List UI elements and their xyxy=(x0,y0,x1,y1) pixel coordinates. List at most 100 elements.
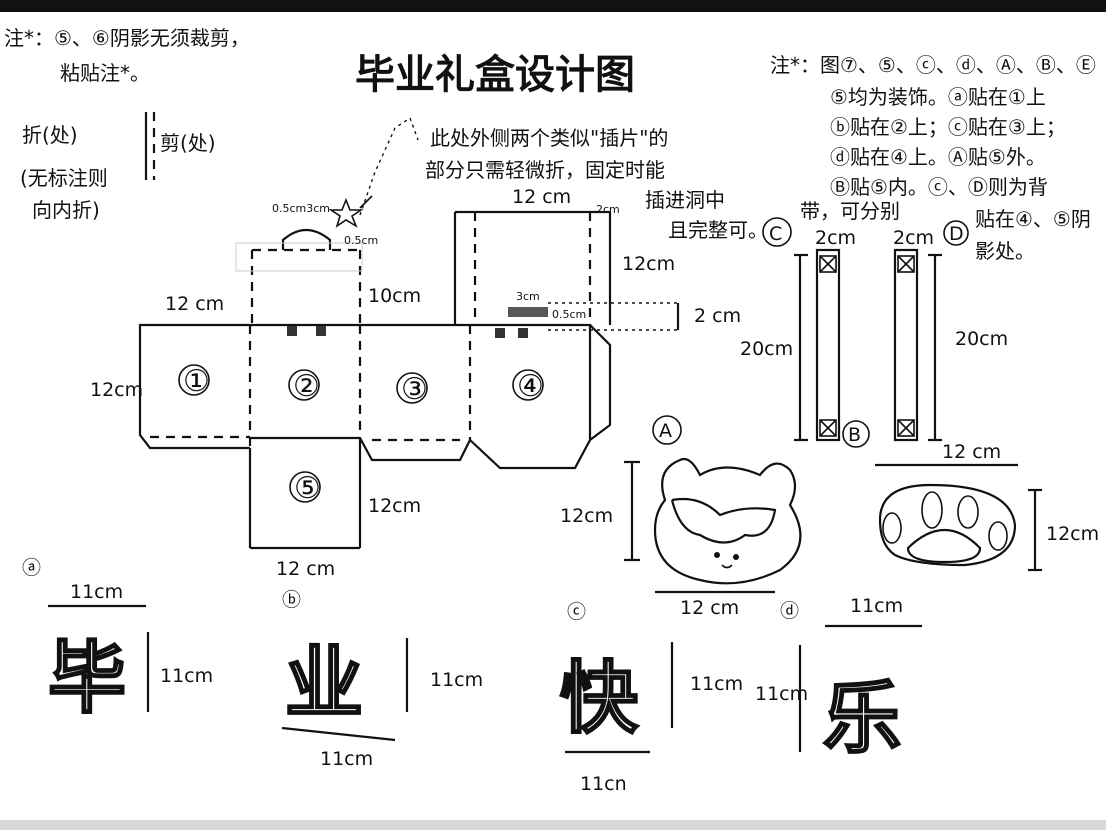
face-1-outline xyxy=(138,323,250,450)
strap-c-label-circle xyxy=(762,217,792,247)
star-mark xyxy=(328,197,364,228)
slot-mark-1 xyxy=(287,326,297,336)
slot-mark-2 xyxy=(316,326,326,336)
right-note-line2: ⑤均为装饰。ⓐ贴在①上 xyxy=(830,85,1046,109)
dim-top-strip: 2cm xyxy=(596,203,620,216)
tab-note-line3: 插进洞中 xyxy=(645,188,725,212)
decor-b-height: 12cm xyxy=(1046,523,1099,545)
right-note-line1: 注*：图⑦、⑤、ⓒ、ⓓ、Ⓐ、Ⓑ、Ⓔ xyxy=(770,53,1096,77)
paw-toe-2 xyxy=(921,491,943,529)
dim-bottom-height: 12cm xyxy=(368,495,421,517)
fold-note-2: 向内折) xyxy=(32,198,100,222)
tab-note-arrow xyxy=(359,195,373,209)
face-2-label: ② xyxy=(293,369,320,404)
hole-depth: 0.5cm xyxy=(344,234,378,247)
strap-c-box-bottom xyxy=(819,419,837,437)
strap-d-box-top xyxy=(897,255,915,273)
char-a-glyph: 毕 xyxy=(48,634,126,724)
dim-lid-height: 12cm xyxy=(622,253,675,275)
character-d: ⓓ 11cm 乐 11cm xyxy=(755,595,922,765)
char-a-label: ⓐ xyxy=(22,557,41,579)
strap-d-width: 2cm xyxy=(893,227,934,249)
paw-pad xyxy=(906,528,982,564)
lid-slot xyxy=(508,307,548,317)
strap-d-note-letter: D xyxy=(949,223,964,245)
right-note-line4: ⓓ贴在④上。Ⓐ贴⑤外。 xyxy=(830,145,1046,169)
fold-label: 折(处) xyxy=(22,123,78,147)
tab-note-line2: 部分只需轻微折，固定时能 xyxy=(425,158,665,182)
char-d-width: 11cm xyxy=(850,595,903,617)
face-4-label: ④ xyxy=(517,369,544,404)
tab-note-line4: 且完整可。 xyxy=(668,218,768,242)
strap-d-label-circle xyxy=(842,420,870,448)
pasted-strip xyxy=(235,242,363,272)
strap-d-note-circle xyxy=(943,220,969,246)
dim-slot-gap: 2 cm xyxy=(694,305,741,327)
decor-a-width: 12 cm xyxy=(680,597,739,619)
decor-b-width: 12 cm xyxy=(942,441,1001,463)
dim-bottom-width: 12 cm xyxy=(276,558,335,580)
char-b-glyph: 业 xyxy=(285,639,363,729)
strap-c-x2 xyxy=(819,255,837,273)
bear-eye-left xyxy=(714,552,720,558)
top-left-note-line2: 粘贴注*。 xyxy=(60,61,150,85)
bear-mask xyxy=(670,497,777,544)
decor-a-label: A xyxy=(659,420,672,442)
face-5-label: ⑤ xyxy=(294,471,321,506)
face-2-circle xyxy=(288,369,320,401)
slot-mark-4 xyxy=(518,328,528,338)
strap-c-width: 2cm xyxy=(815,227,856,249)
char-c-glyph: 快 xyxy=(560,654,639,744)
bear-eye-right xyxy=(733,554,739,560)
hole-dims: 0.5cm3cm xyxy=(272,202,330,215)
right-note-line3: ⓑ贴在②上；ⓒ贴在③上； xyxy=(830,115,1066,139)
page-title: 毕业礼盒设计图 xyxy=(355,52,635,98)
straps: 20cm 2cm C 20cm 2cm B D xyxy=(740,217,1008,448)
char-b-height: 11cm xyxy=(430,669,483,691)
dim-left-height: 12cm xyxy=(90,379,143,401)
tab-note-line1: 此处外侧两个类似"插片"的 xyxy=(430,126,668,150)
dim-top-width: 12 cm xyxy=(512,186,571,208)
face-3-bottom-flap xyxy=(359,437,471,462)
char-d-height: 11cm xyxy=(755,683,808,705)
legend: 折(处) 剪(处) (无标注则 向内折) xyxy=(20,112,216,222)
char-b-width: 11cm xyxy=(320,748,373,770)
strap-c-x4 xyxy=(819,419,837,437)
top-shadow xyxy=(0,0,1106,12)
strap-d-length: 20cm xyxy=(955,328,1008,350)
char-a-height: 11cm xyxy=(160,665,213,687)
decor-b-paw: 12 cm 12cm xyxy=(875,441,1099,572)
bear-mouth xyxy=(721,564,733,569)
top-left-note-line1: 注*：⑤、⑥阴影无须裁剪， xyxy=(4,26,250,50)
box-net: 0.5cm3cm 0.5cm ① ② ③ ④ ⑤ 12 cm 12 xyxy=(90,186,741,580)
tab-note: 此处外侧两个类似"插片"的 部分只需轻微折，固定时能 插进洞中 且完整可。 xyxy=(328,116,768,242)
dim-slot-w: 0.5cm xyxy=(552,308,586,321)
strap-d-label: B xyxy=(848,424,861,446)
dim-slot-len: 3cm xyxy=(516,290,540,303)
strap-c-length: 20cm xyxy=(740,338,793,360)
bear-head xyxy=(653,457,802,585)
right-note-line5: Ⓑ贴⑤内。ⓒ、Ⓓ则为背 xyxy=(830,175,1048,199)
char-c-label: ⓒ xyxy=(567,601,586,623)
right-note-line6: 带，可分别 xyxy=(800,199,900,223)
lid-hole-tab xyxy=(281,228,332,250)
strap-d-x4 xyxy=(897,419,915,437)
strap-d-x2 xyxy=(897,255,915,273)
paw-toe-4 xyxy=(988,521,1008,551)
character-c: ⓒ 快 11cm 11cn xyxy=(559,601,743,795)
char-c-height: 11cm xyxy=(690,673,743,695)
decor-a-bear: A 12cm 12 cm xyxy=(560,415,802,619)
face-5-circle xyxy=(289,471,321,503)
face-3-label: ③ xyxy=(401,372,428,407)
slot-mark-3 xyxy=(495,328,505,338)
paw-outline xyxy=(878,483,1017,567)
tab-note-pointer xyxy=(359,116,419,216)
face-1-circle xyxy=(178,364,210,396)
right-note-line8: 影处。 xyxy=(975,239,1035,263)
face-1-label: ① xyxy=(183,364,210,399)
character-a: ⓐ 11cm 毕 11cm xyxy=(22,557,213,725)
decor-a-height: 12cm xyxy=(560,505,613,527)
paw-toe-3 xyxy=(957,495,979,529)
